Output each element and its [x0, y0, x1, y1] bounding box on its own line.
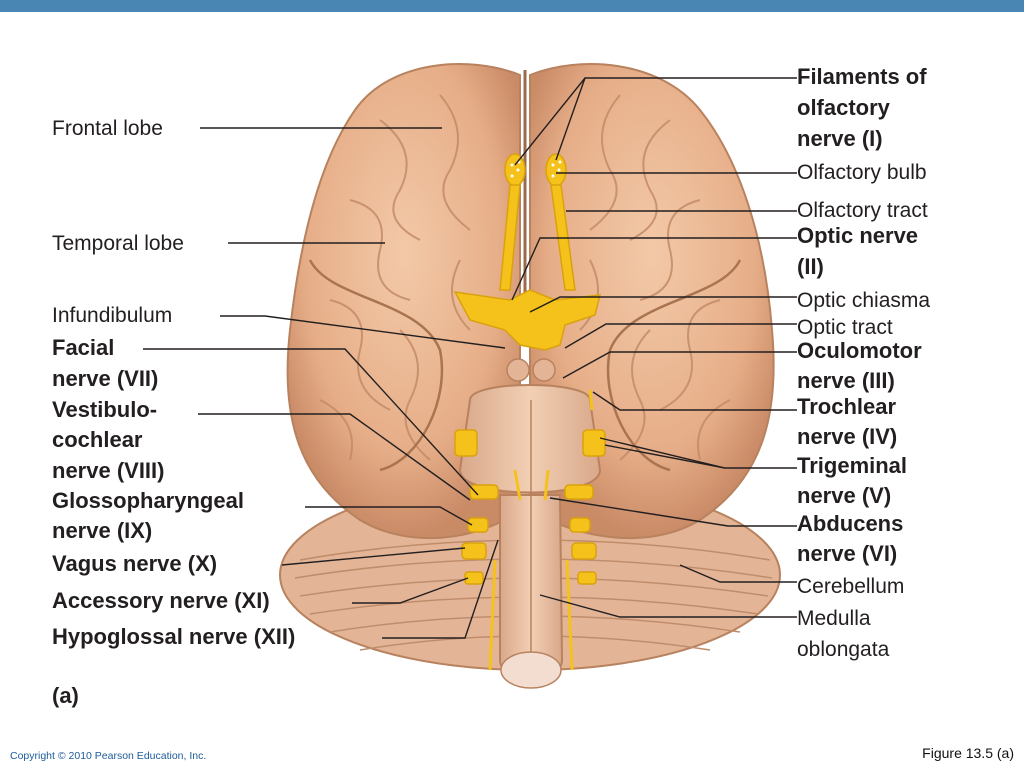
brainstem-shape [458, 358, 602, 689]
label-filaments-line3: nerve (I) [797, 126, 883, 151]
panel-label: (a) [52, 683, 79, 708]
label-abducens-line2: nerve (VI) [797, 541, 898, 566]
label-abducens-line1: Abducens [797, 511, 904, 536]
label-vestibulocochlear-line3: nerve (VIII) [52, 458, 165, 483]
label-temporal-lobe: Temporal lobe [52, 232, 184, 255]
label-cerebellum: Cerebellum [797, 575, 905, 598]
label-trochlear-line2: nerve (IV) [797, 424, 898, 449]
label-olfactory-tract: Olfactory tract [797, 199, 928, 222]
nerve-fibers [488, 389, 594, 671]
label-hypoglossal-nerve: Hypoglossal nerve (XII) [52, 624, 296, 649]
label-medulla-line2: oblongata [797, 638, 890, 661]
label-oculomotor-line1: Oculomotor [797, 338, 922, 363]
label-frontal-lobe: Frontal lobe [52, 117, 163, 140]
copyright-notice: Copyright © 2010 Pearson Education, Inc. [10, 750, 207, 762]
label-optic-chiasma: Optic chiasma [797, 289, 931, 312]
olfactory-filaments [510, 160, 562, 178]
label-trochlear-line1: Trochlear [797, 394, 897, 419]
label-oculomotor-line2: nerve (III) [797, 368, 895, 393]
label-filaments-line2: olfactory [797, 95, 890, 120]
label-trigeminal-line1: Trigeminal [797, 453, 908, 478]
label-glossopharyngeal-line1: Glossopharyngeal [52, 488, 244, 513]
label-glossopharyngeal-line2: nerve (IX) [52, 518, 153, 543]
label-facial-nerve-line2: nerve (VII) [52, 366, 159, 391]
figure-caption: Figure 13.5 (a) [922, 745, 1014, 761]
label-infundibulum: Infundibulum [52, 304, 173, 327]
top-accent-bar [0, 0, 1024, 12]
label-vagus-nerve: Vagus nerve (X) [52, 551, 218, 576]
label-optic-nerve-line2: (II) [797, 254, 824, 279]
label-accessory-nerve: Accessory nerve (XI) [52, 588, 270, 613]
label-medulla-line1: Medulla [797, 607, 871, 630]
label-filaments-line1: Filaments of [797, 64, 927, 89]
label-vestibulocochlear-line1: Vestibulo- [52, 397, 158, 422]
leader-lines [143, 77, 797, 639]
label-vestibulocochlear-line2: cochlear [52, 427, 143, 452]
label-facial-nerve-line1: Facial [52, 335, 115, 360]
label-optic-nerve-line1: Optic nerve [797, 223, 919, 248]
label-olfactory-bulb: Olfactory bulb [797, 161, 927, 184]
label-trigeminal-line2: nerve (V) [797, 483, 892, 508]
label-optic-tract: Optic tract [797, 316, 893, 339]
